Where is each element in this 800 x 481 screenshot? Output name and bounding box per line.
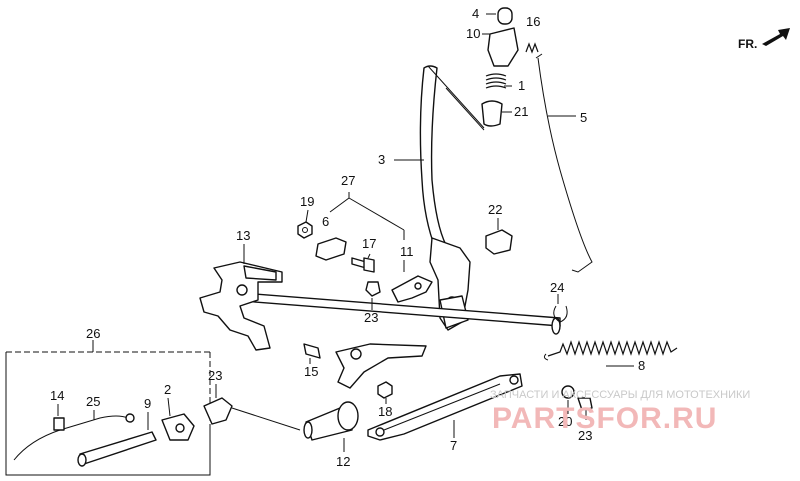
watermark: ЗАПЧАСТИ И АКСЕССУАРЫ ДЛЯ МОТОТЕХНИКИ PA… <box>490 389 750 435</box>
label-18: 18 <box>378 404 392 419</box>
knob-assembly <box>427 7 539 131</box>
front-arrow-icon <box>762 28 790 46</box>
center-fork <box>303 343 427 389</box>
part-17-bolt <box>351 257 375 273</box>
part-6-block <box>315 237 347 261</box>
label-16: 16 <box>526 14 540 29</box>
label-23-left: 23 <box>208 368 222 383</box>
label-22: 22 <box>488 202 502 217</box>
part-23-clip-lower <box>577 397 593 411</box>
label-1: 1 <box>518 78 525 93</box>
part-23-clip-upper <box>365 281 381 297</box>
part-10-knob <box>487 27 519 67</box>
label-13: 13 <box>236 228 250 243</box>
part-11-bracket <box>391 275 433 303</box>
part-5-rod <box>535 53 593 273</box>
part-3-lever <box>419 65 471 331</box>
front-direction-indicator: FR. <box>738 28 790 51</box>
label-24: 24 <box>550 280 564 295</box>
label-3: 3 <box>378 152 385 167</box>
watermark-logo: PARTSFOR.RU <box>492 402 717 435</box>
group-26-parts <box>13 413 195 467</box>
leader-lines <box>57 13 634 452</box>
label-21: 21 <box>514 104 528 119</box>
part-1-spring <box>485 73 507 89</box>
label-27: 27 <box>341 173 355 188</box>
main-shaft <box>229 291 561 335</box>
label-15: 15 <box>304 364 318 379</box>
part-16-spring-small <box>525 42 539 54</box>
label-6: 6 <box>322 214 329 229</box>
part-number-labels: 4 10 16 1 21 5 3 27 19 6 13 17 11 22 23 … <box>50 6 645 469</box>
label-10: 10 <box>466 26 480 41</box>
part-21-collar <box>481 100 503 127</box>
part-22-block <box>485 229 513 255</box>
label-11: 11 <box>400 244 414 259</box>
label-17: 17 <box>362 236 376 251</box>
label-8: 8 <box>638 358 645 373</box>
part-7-link <box>367 373 523 441</box>
part-12-sleeve <box>303 401 359 441</box>
front-label: FR. <box>738 37 757 51</box>
label-2: 2 <box>164 382 171 397</box>
part-25-cable <box>13 415 129 461</box>
label-25: 25 <box>86 394 100 409</box>
label-4: 4 <box>472 6 479 21</box>
label-23-upper: 23 <box>364 310 378 325</box>
part-13-bracket <box>199 261 283 351</box>
label-9: 9 <box>144 396 151 411</box>
label-19: 19 <box>300 194 314 209</box>
part-24-clip <box>553 305 568 323</box>
label-20: 20 <box>558 414 572 429</box>
part-8-spring <box>543 340 678 361</box>
label-5: 5 <box>580 110 587 125</box>
watermark-caption: ЗАПЧАСТИ И АКСЕССУАРЫ ДЛЯ МОТОТЕХНИКИ <box>490 389 750 401</box>
label-23-lower: 23 <box>578 428 592 443</box>
part-20-washer <box>561 385 575 399</box>
label-14: 14 <box>50 388 64 403</box>
label-12: 12 <box>336 454 350 469</box>
label-26: 26 <box>86 326 100 341</box>
part-9-rod <box>79 431 157 465</box>
part-19-nut <box>297 221 313 239</box>
part-4-pin <box>497 7 513 25</box>
part-18-nut <box>377 381 393 399</box>
part-23-clip-left <box>203 397 301 431</box>
label-7: 7 <box>450 438 457 453</box>
part-14-screw <box>53 417 65 431</box>
